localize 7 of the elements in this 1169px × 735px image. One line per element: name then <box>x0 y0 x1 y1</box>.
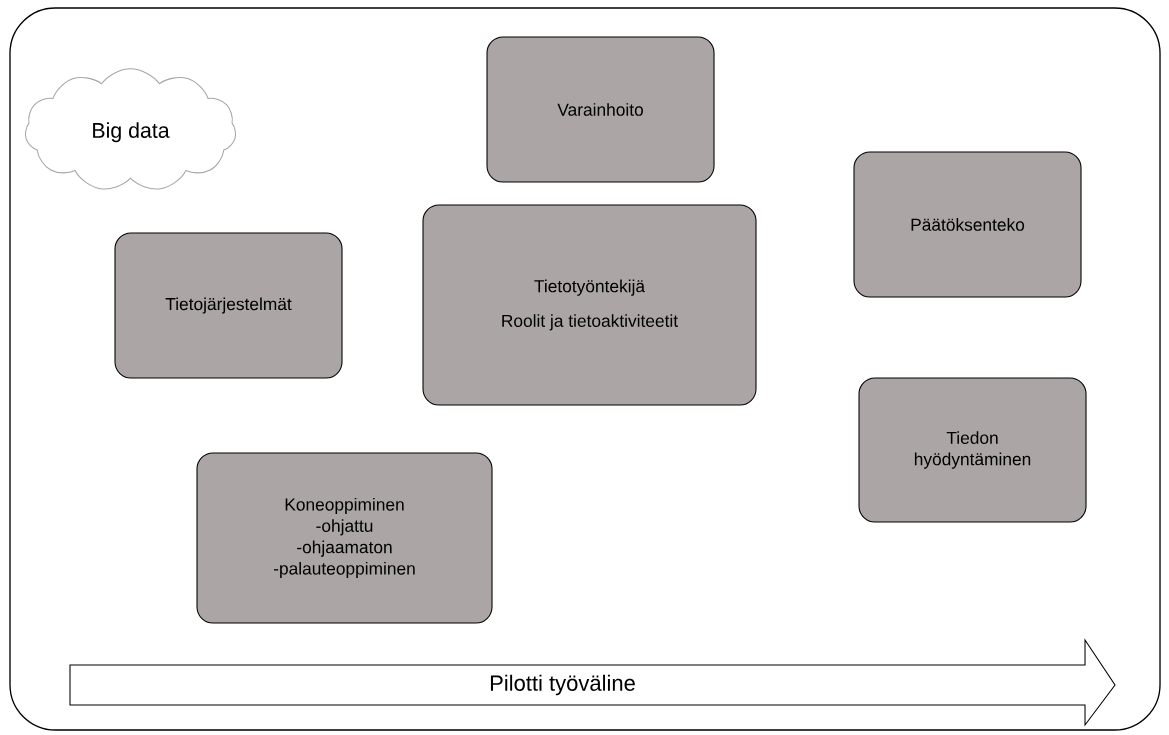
rounded-box: Tiedon hyödyntäminen <box>858 377 1087 523</box>
rounded-box: Tietojärjestelmät <box>114 232 343 379</box>
rounded-box: Tietotyöntekijä Roolit ja tietoaktiviteetit <box>422 204 757 406</box>
rounded-box: Koneoppiminen -ohjattu -ohjaamaton -palauteoppiminen <box>196 452 493 624</box>
rounded-box: Päätöksenteko <box>853 151 1082 298</box>
rounded-box: Varainhoito <box>486 36 715 183</box>
frame-box <box>9 7 1161 731</box>
